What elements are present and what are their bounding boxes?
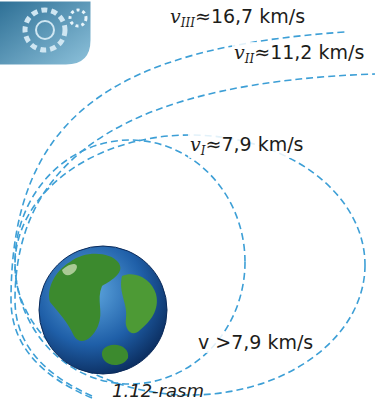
speed-text: v [234, 41, 245, 63]
speed-text: v [190, 133, 201, 155]
speed-text: v [170, 5, 181, 27]
earth [39, 246, 167, 374]
speed-text: ≈16,7 km/s [195, 5, 305, 27]
figure-caption: 1.12-rasm [112, 380, 204, 401]
speed-text: ≈7,9 km/s [205, 133, 303, 155]
speed-label: vII≈11,2 km/s [232, 42, 366, 66]
speed-label: v >7,9 km/s [196, 332, 315, 353]
subscript: II [245, 52, 254, 66]
subscript: I [201, 144, 206, 158]
speed-text: v >7,9 km/s [198, 331, 313, 353]
speed-label: vIII≈16,7 km/s [168, 6, 307, 30]
speed-label: vI≈7,9 km/s [188, 134, 305, 158]
speed-text: ≈11,2 km/s [254, 41, 364, 63]
orbit-lines [11, 32, 375, 398]
corner-icon [0, 0, 92, 66]
subscript: III [181, 16, 195, 30]
